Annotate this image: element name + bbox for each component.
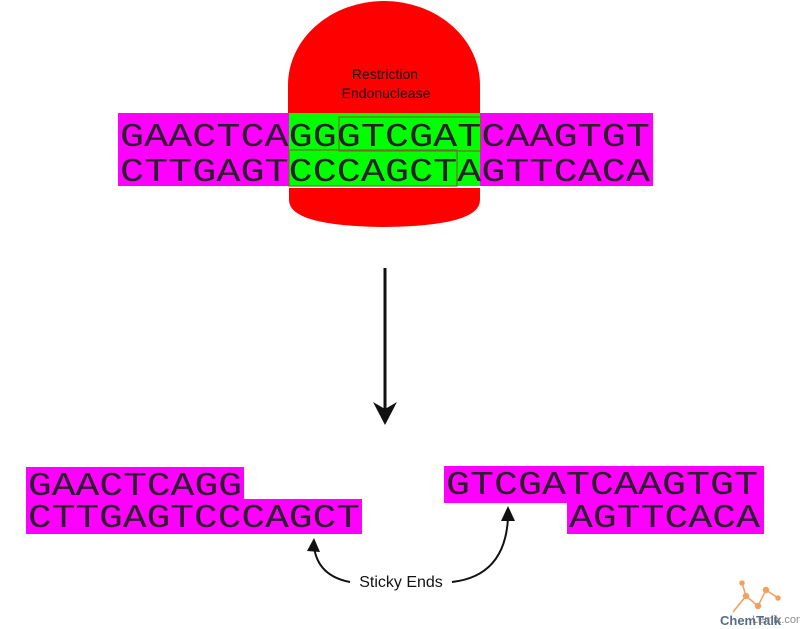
enzyme-label-line2: Endonuclease xyxy=(342,85,431,101)
top-strand-site-right: GTCGAT xyxy=(337,119,482,156)
chemtalk-watermark: ChemTalk Lemix.com xyxy=(720,580,800,628)
right-fragment-bottom: AGTTCACA xyxy=(569,500,760,537)
watermark-brand: ChemTalk xyxy=(720,613,782,628)
right-fragment-top: GTCGATCAAGTGT xyxy=(446,467,758,504)
sticky-ends-left-arrow-icon xyxy=(313,546,351,583)
bottom-strand-right: GTTCACA xyxy=(481,154,650,191)
left-fragment-top: GAACTCAGG xyxy=(28,468,242,505)
top-strand-right: CAAGTGT xyxy=(481,119,650,156)
watermark-site: Lemix.com xyxy=(752,614,800,626)
enzyme-bottom-dome xyxy=(289,188,480,227)
right-fragment-top-highlight xyxy=(444,466,764,503)
cut-box-top xyxy=(338,116,482,152)
restriction-enzyme: Restriction Endonuclease xyxy=(288,1,480,227)
left-fragment-bottom-highlight xyxy=(26,499,362,534)
bottom-strand-left: CTTGAGT xyxy=(120,154,289,191)
cut-box-bottom xyxy=(288,149,458,187)
sticky-ends-label: Sticky Ends xyxy=(359,574,443,591)
left-fragment-top-highlight xyxy=(26,467,244,503)
top-strand-site-left: GG xyxy=(289,119,337,156)
top-strand-left: GAACTCA xyxy=(120,119,289,156)
bottom-strand-site: CCCAGCTA xyxy=(289,154,482,191)
enzyme-label-line1: Restriction xyxy=(352,66,418,82)
right-fragment: GTCGATCAAGTGT AGTTCACA xyxy=(444,466,764,537)
dna-left-highlight xyxy=(118,113,290,186)
left-fragment: GAACTCAGG CTTGAGTCCCAGCT xyxy=(26,467,362,537)
sticky-ends-annotation: Sticky Ends xyxy=(307,506,515,591)
dna-right-highlight xyxy=(480,113,653,186)
down-arrow-icon xyxy=(373,268,397,425)
molecule-logo-icon xyxy=(732,580,781,613)
sticky-ends-right-arrow-icon xyxy=(451,517,509,583)
right-fragment-bottom-highlight xyxy=(567,499,764,534)
enzyme-top-dome xyxy=(288,1,480,114)
left-fragment-bottom: CTTGAGTCCCAGCT xyxy=(28,500,360,537)
